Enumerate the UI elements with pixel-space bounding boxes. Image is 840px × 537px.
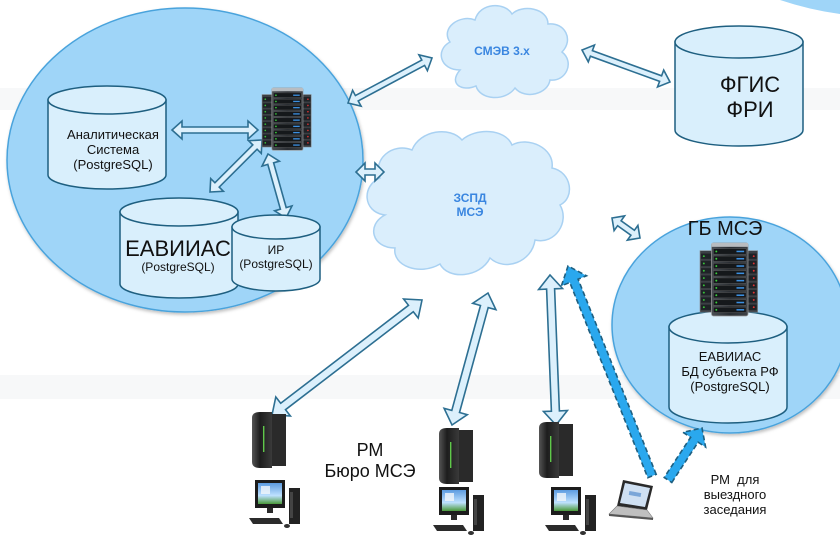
zspd-line1: ЗСПД [453,191,487,205]
arrow-federal-zspd [354,161,386,183]
gb-mse-db-line1: ЕАВИИАС [698,349,762,364]
zspd-cloud-label: ЗСПД МСЭ [440,191,500,220]
analytics-db-label: Аналитическая Система (PostgreSQL) [48,127,178,173]
eaviias-db-subtitle: (PostgreSQL) [141,260,215,275]
fgis-fri-label: ФГИС ФРИ [690,72,810,123]
ir-db-label: ИР (PostgreSQL) [232,243,320,272]
ir-db-subtitle: (PostgreSQL) [239,256,313,271]
analytics-db-line1: Аналитическая [67,127,159,142]
eaviias-db-title: ЕАВИИАС [125,236,231,261]
arrow-zspd-gbmse [611,214,641,242]
mobile-line2: выездного [703,486,767,502]
gb-mse-db-line2: БД субъекта РФ [681,363,779,379]
bureau-workstations-label: РМ Бюро МСЭ [305,440,435,481]
arrow-smev-fgis [580,43,672,89]
server-rack-icon [699,242,758,317]
desktop-pc-icon [249,480,300,528]
decorative-corner [780,0,840,14]
arrow-zspd-rm3 [536,273,570,427]
zspd-cloud [366,130,571,276]
server-rack-icon [261,87,312,151]
gb-mse-db-cylinder [668,310,788,424]
bureau-line1: РМ [356,440,384,460]
mobile-workstation-label: РМ для выездного заседания [690,472,780,518]
mobile-line3: заседания [703,501,767,517]
tower-pc-icon [539,422,573,478]
laptop-icon [608,480,654,520]
arrow-zspd-rm2 [442,291,498,427]
smev-cloud-label: СМЭВ 3.x [474,44,530,58]
ir-db-title: ИР [267,243,285,257]
gb-mse-db-line3: (PostgreSQL) [690,378,770,394]
tower-pc-icon [439,428,473,484]
smev-cloud [440,5,569,99]
mobile-line1: РМ для [710,472,760,487]
arrow-federal-smev [346,53,434,108]
analytics-db-line2: Система [86,141,140,157]
ir-db-cylinder [231,214,321,292]
fgis-line2: ФРИ [726,97,774,123]
tower-pc-icon [252,412,286,468]
dashed-arrow-laptop-zspd [560,264,658,479]
desktop-pc-icon [545,487,596,535]
bureau-line2: Бюро МСЭ [324,460,416,481]
analytics-db-line3: (PostgreSQL) [73,156,153,172]
fgis-fri-db-cylinder [674,25,804,147]
connection-arrows [170,43,707,484]
gb-mse-db-label: ЕАВИИАС БД субъекта РФ (PostgreSQL) [660,349,800,395]
fgis-line1: ФГИС [719,72,781,97]
eaviias-db-label: ЕАВИИАС (PostgreSQL) [118,236,238,275]
eaviias-db-cylinder [119,197,239,299]
dashed-arrow-laptop-gbmse [663,427,707,484]
analytics-db-cylinder [47,85,167,190]
arrow-zspd-rm1 [271,298,423,417]
arrow-analytics-server [170,119,260,141]
zspd-line2: МСЭ [456,204,484,219]
gb-mse-title: ГБ МСЭ [687,218,763,240]
desktop-pc-icon [433,487,484,535]
